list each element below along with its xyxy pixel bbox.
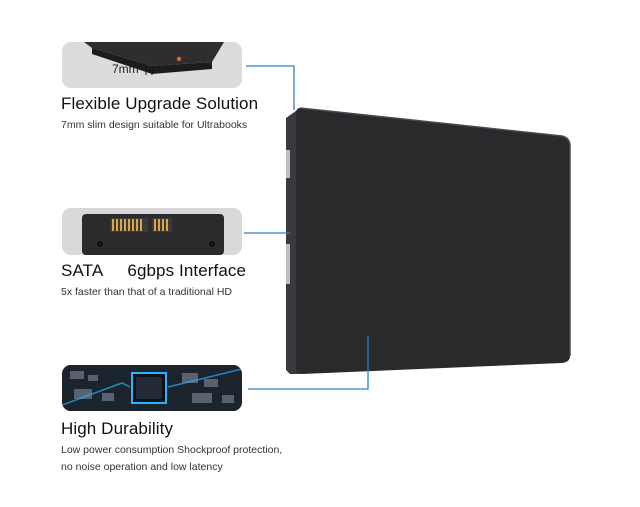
circuit-board-thumbnail (62, 365, 242, 411)
ssd-thickness-thumbnail (62, 42, 242, 88)
sata-connector-thumbnail (62, 208, 242, 255)
thickness-label: 7mm (112, 62, 139, 76)
feature-desc-durability-2: no noise operation and low latency (61, 461, 223, 473)
feature-desc-sata: 5x faster than that of a traditional HD (61, 286, 233, 298)
callout-line-durability (248, 336, 369, 390)
feature-title-sata: SATA 6gbps Interface (61, 261, 247, 280)
feature-title-durability: High Durability (61, 419, 174, 438)
feature-desc-upgrade: 7mm slim design suitable for Ultrabooks (61, 119, 248, 131)
callout-line-upgrade (246, 65, 295, 110)
feature-desc-durability-1: Low power consumption Shockproof protect… (61, 444, 283, 456)
feature-title-upgrade: Flexible Upgrade Solution (61, 94, 259, 113)
